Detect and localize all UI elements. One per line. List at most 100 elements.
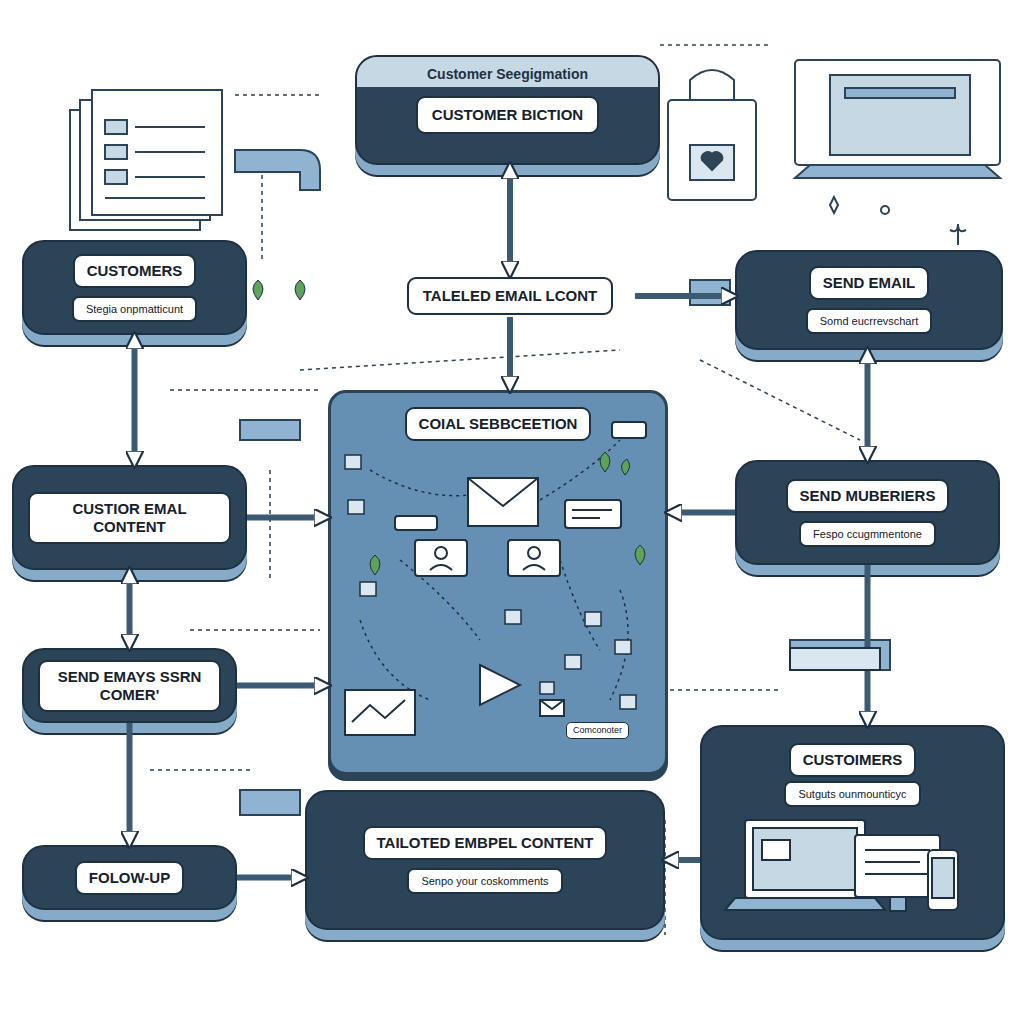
- flow-arrow: [635, 293, 735, 299]
- content-box: TAILOTED EMBPEL CONTENTSenpo your coskom…: [305, 790, 665, 930]
- dashed-guide-part: [170, 389, 320, 391]
- shopping-bag: [668, 70, 756, 200]
- flow-arrow: [132, 335, 138, 465]
- profile-card: [395, 422, 646, 576]
- document-stack-part: [105, 145, 127, 159]
- sparkle-marks-part: [950, 224, 966, 245]
- small-icon-part: [505, 610, 521, 624]
- leaf-mark-part: [600, 452, 610, 472]
- sparkle-marks-part: [830, 197, 838, 213]
- node-title: CUSTIOR EMAL CONTENT: [28, 492, 231, 544]
- leaf-mark: [253, 280, 645, 575]
- network-dashes-part: [560, 560, 600, 650]
- profile-card-part: [430, 565, 452, 570]
- laptop-icon-part: [830, 75, 970, 155]
- flow-arrow: [668, 510, 735, 516]
- chart-card-part: [790, 648, 880, 670]
- connector-band-part: [240, 790, 300, 815]
- profile-card-part: [395, 516, 437, 530]
- node-title: SEND MUBERIERS: [786, 479, 950, 513]
- profile-card-part: [565, 500, 621, 528]
- device-illustration-part: [890, 897, 906, 911]
- small-icon-part: [345, 455, 361, 469]
- device-illustration: [725, 820, 958, 911]
- node-title: TALELED EMAIL LCONT: [407, 277, 613, 315]
- chart-card-part: [345, 690, 415, 735]
- device-illustration-part: [865, 849, 930, 851]
- dashed-guide-part: [300, 350, 620, 370]
- content-tag: TALELED EMAIL LCONT: [385, 275, 635, 317]
- device-illustration-part: [745, 820, 865, 898]
- profile-card-part: [415, 540, 467, 576]
- flow-arrow: [127, 570, 133, 648]
- content-box: CUSTIOR EMAL CONTENT: [12, 465, 247, 570]
- profile-card-part: [572, 517, 600, 519]
- document-stack: [70, 90, 222, 230]
- segment-box: Customer SeegigmationCUSTOMER BICTION: [355, 55, 660, 165]
- laptop-icon-part: [845, 88, 955, 98]
- network-dashes-part: [610, 590, 628, 700]
- shopping-bag-part: [690, 70, 734, 100]
- customer-box: CUSTOMERS Stegia onpmatticunt: [22, 240, 247, 335]
- small-icon-part: [565, 655, 581, 669]
- play-arrow-part: [480, 665, 520, 705]
- shopping-bag-part: [690, 145, 734, 180]
- node-title: CUSTOMERS: [73, 254, 197, 288]
- envelope-icon-part: [468, 478, 538, 506]
- connector-band-part: [235, 150, 320, 190]
- laptop-icon-part: [795, 60, 1000, 165]
- envelope-icon-part: [540, 700, 564, 716]
- dashed-guide-part: [150, 769, 250, 771]
- connector-band-part: [690, 280, 730, 305]
- send-box: SEND EMAYS SSRN COMER': [22, 648, 237, 723]
- document-stack-part: [105, 120, 127, 134]
- dashed-guide-part: [190, 629, 320, 631]
- leaf-mark-part: [635, 545, 645, 565]
- send-box: SEND EMAILSomd eucrrevschart: [735, 250, 1003, 350]
- flow-arrow: [237, 875, 305, 881]
- node-subtitle: Fespo ccugmmentone: [799, 521, 936, 547]
- flow-arrow: [665, 857, 700, 863]
- profile-card-part: [572, 509, 612, 511]
- network-dashes-part: [400, 560, 480, 640]
- envelope-icon: [468, 478, 564, 716]
- node-title: Customer Seegigmation: [427, 63, 588, 82]
- flow-arrow: [247, 515, 328, 521]
- leaf-mark-part: [621, 459, 629, 475]
- flow-arrow: [865, 350, 871, 460]
- dashed-guide-part: [269, 470, 271, 580]
- laptop-icon: [795, 60, 1000, 178]
- sparkle-marks-part: [881, 206, 889, 214]
- network-dashes-part: [540, 440, 620, 500]
- shopping-bag-part: [668, 100, 756, 200]
- dashed-guide-part: [700, 360, 860, 440]
- document-stack-part: [92, 90, 222, 215]
- node-subtitle: Stegia onpmatticunt: [72, 296, 197, 322]
- device-illustration-part: [725, 898, 885, 910]
- node-subtitle: Sutguts ounmounticyc: [784, 781, 920, 807]
- leaf-mark-part: [253, 280, 263, 300]
- flow-arrow: [127, 723, 133, 845]
- shopping-bag-part: [702, 152, 723, 170]
- profile-card-part: [528, 547, 540, 559]
- small-icon-part: [615, 640, 631, 654]
- profile-card-part: [435, 547, 447, 559]
- device-illustration-part: [762, 840, 790, 860]
- document-stack-part: [135, 176, 205, 178]
- node-title: SEND EMAIL: [809, 266, 930, 300]
- flow-arrow: [507, 317, 513, 390]
- small-icon-part: [540, 682, 554, 694]
- profile-card-part: [523, 565, 545, 570]
- node-title: SEND EMAYS SSRN COMER': [38, 660, 221, 712]
- small-icon-part: [348, 500, 364, 514]
- small-icon-part: [585, 612, 601, 626]
- customer-box: CUSTOIMERSSutguts ounmounticyc: [700, 725, 1005, 940]
- dashed-guide-part: [670, 689, 780, 691]
- device-illustration-part: [865, 873, 930, 875]
- flow-arrow: [507, 165, 513, 275]
